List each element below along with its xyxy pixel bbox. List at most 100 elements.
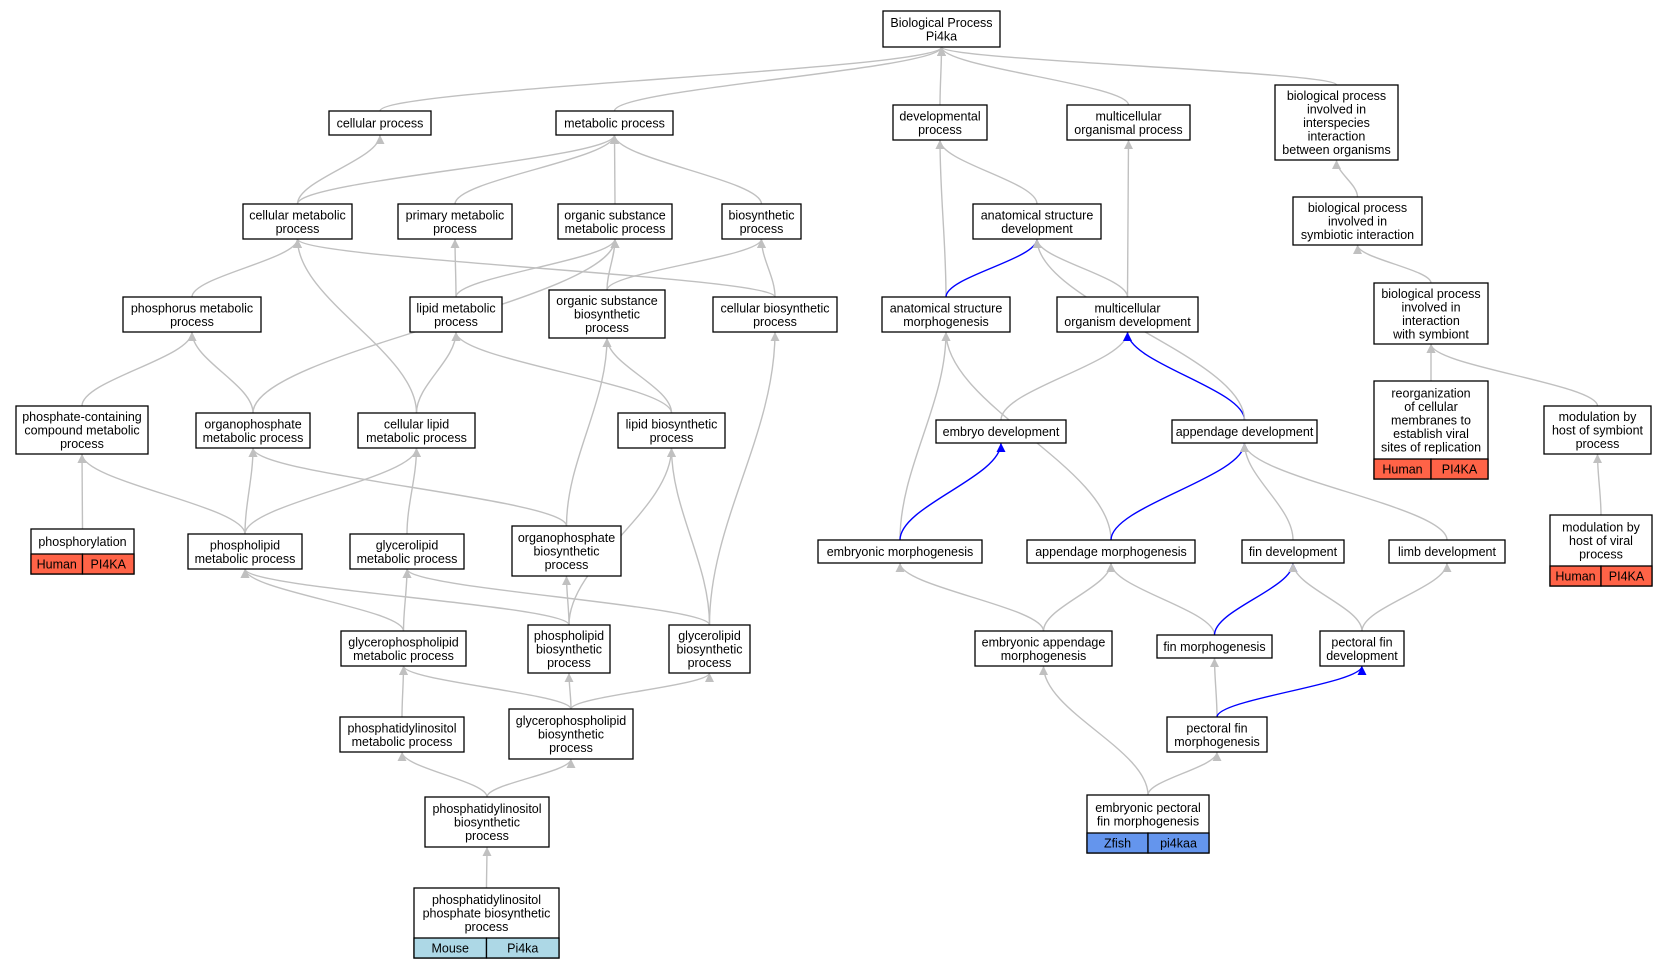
term-box: [1166, 716, 1268, 753]
edge-phosphatidylinositol_metabolic_process-to-glycerophospholipid_metabolic_process: [398, 665, 408, 718]
edge-fin_development-to-appendage_development: [1240, 442, 1294, 541]
term-label-line: phosphatidylinositol: [432, 893, 541, 907]
term-label-line: modulation by: [1559, 410, 1638, 424]
go-term-appendage-development[interactable]: appendage development: [1171, 419, 1318, 444]
term-box: [357, 412, 476, 449]
go-term-metabolic-process[interactable]: metabolic process: [555, 110, 674, 136]
edge-glycerophospholipid_metabolic_process-to-phospholipid_metabolic_process: [240, 568, 405, 632]
go-term-appendage-morphogenesis[interactable]: appendage morphogenesis: [1026, 539, 1196, 564]
term-box: [935, 419, 1067, 444]
edge-cellular_biosynthetic_process-to-biosynthetic_process: [757, 238, 776, 298]
term-label-line: anatomical structure: [981, 208, 1094, 222]
term-label-line: fin development: [1249, 545, 1338, 559]
term-label-line: phosphatidylinositol: [347, 721, 456, 735]
edge-phospholipid_metabolic_process-to-cellular_lipid_metabolic_process: [244, 447, 421, 535]
term-box: [548, 289, 666, 339]
go-term-embryo-development[interactable]: embryo development: [935, 419, 1067, 444]
edge-cellular_metabolic_process-to-metabolic_process: [296, 134, 619, 205]
term-label-line: embryonic morphogenesis: [827, 545, 974, 559]
term-label-line: metabolic process: [195, 552, 296, 566]
term-box: [349, 533, 465, 570]
term-label-line: limb development: [1398, 545, 1496, 559]
term-label-line: process: [549, 741, 593, 755]
term-box: [1373, 282, 1489, 345]
go-term-cellular-process[interactable]: cellular process: [328, 110, 432, 136]
term-label-line: pectoral fin: [1331, 635, 1392, 649]
term-box: [328, 110, 432, 136]
edge-pectoral_fin_development-to-limb_development: [1361, 562, 1452, 632]
term-box: [1026, 539, 1196, 564]
edge-organic_substance_metabolic_process-to-metabolic_process: [610, 134, 620, 205]
term-box: [712, 296, 838, 333]
edge-multicellular_organism_development-to-multicellular_organismal_process: [1123, 139, 1133, 298]
term-label-line: organophosphate: [204, 417, 301, 431]
gene-cell: [485, 937, 560, 959]
term-label-line: phosphorylation: [38, 535, 126, 549]
term-box: [557, 203, 673, 240]
go-term-fin-morphogenesis[interactable]: fin morphogenesis: [1156, 634, 1273, 659]
term-label-line: appendage morphogenesis: [1035, 545, 1187, 559]
term-box: [340, 630, 467, 667]
edge-embryo_development-to-multicellular_organism_development: [1000, 331, 1132, 421]
term-label-line: process: [433, 222, 477, 236]
term-label-line: developmental: [899, 109, 980, 123]
gene-cell: [1430, 458, 1489, 480]
edge-phosphatidylinositol_phosphate_biosynthetic_process-to-phosphatidylinositol_biosynthetic_process: [482, 846, 492, 889]
edge-limb_development-to-appendage_development: [1240, 442, 1448, 541]
edge-cellular_biosynthetic_process-to-cellular_metabolic_process: [293, 238, 776, 298]
go-term-embryonic-morphogenesis[interactable]: embryonic morphogenesis: [817, 539, 983, 564]
term-label-line: interspecies: [1303, 116, 1370, 130]
term-label-line: process: [170, 315, 214, 329]
term-box: [195, 412, 311, 449]
edge-embryonic_appendage_morphogenesis-to-embryonic_morphogenesis: [895, 562, 1045, 632]
go-term-limb-development[interactable]: limb development: [1388, 539, 1506, 564]
term-label-line: process: [1576, 437, 1620, 451]
edge-appendage_morphogenesis-to-appendage_development: [1110, 442, 1249, 541]
gene-label: PI4KA: [1609, 570, 1645, 584]
edge-phosphate_containing-to-phosphorus_metabolic_process: [81, 331, 197, 407]
term-box: [527, 624, 611, 674]
term-label-line: biosynthetic: [454, 816, 520, 830]
go-term-fin-development[interactable]: fin development: [1241, 539, 1345, 564]
term-label-line: process: [753, 315, 797, 329]
